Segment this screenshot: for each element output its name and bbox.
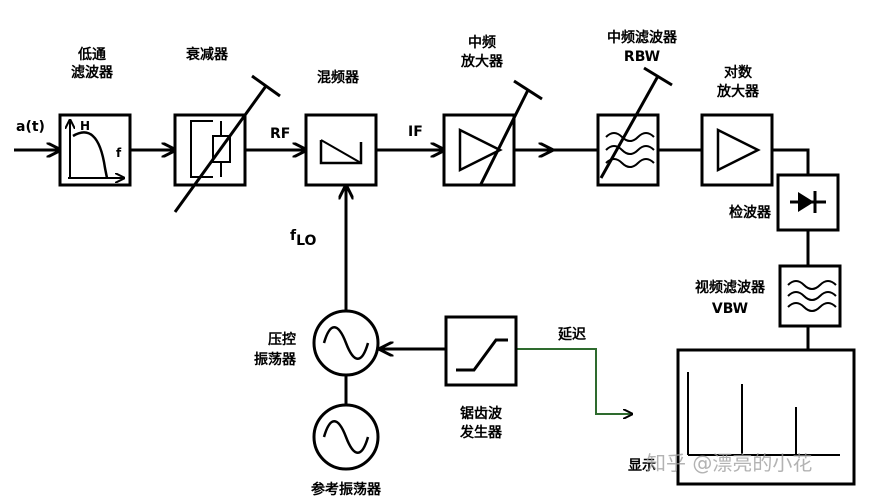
watermark: 知乎 @漂亮的小花 — [646, 451, 812, 475]
attenuator-label: 衰减器 — [185, 46, 229, 63]
vco-label-line2: 振荡器 — [254, 351, 297, 368]
if-amplifier-block — [442, 79, 543, 187]
diode-symbol — [798, 192, 814, 212]
if-filter-label-line2: RBW — [624, 49, 660, 65]
attenuator-adjust-arrow — [173, 85, 268, 213]
lpf-response-curve — [72, 131, 109, 179]
detector-label: 检波器 — [729, 204, 772, 221]
low-pass-filter-block: H f — [58, 113, 132, 187]
display-label: 显示 — [628, 458, 656, 474]
vco-block — [312, 309, 380, 377]
video-filter-label-line1: 视频滤波器 — [695, 279, 766, 296]
sweep-generator-label-line2: 发生器 — [459, 424, 503, 441]
lpf-axis-f-label: f — [116, 146, 122, 160]
ramp-icon — [456, 338, 508, 372]
display-block — [676, 348, 856, 486]
ref-oscillator-label: 参考振荡器 — [311, 481, 382, 498]
if-filter-block — [596, 66, 673, 187]
logamp-to-detector-wire — [772, 148, 810, 175]
rbw-adjust-arrow — [599, 75, 660, 179]
mixer-block — [304, 113, 378, 187]
delay-label: 延迟 — [557, 326, 586, 343]
log-amplifier-label-line1: 对数 — [724, 64, 753, 81]
flo-label: fLO — [290, 228, 317, 249]
mixer-label: 混频器 — [317, 69, 360, 86]
detector-block — [776, 173, 840, 232]
sweep-generator-label-line1: 锯齿波 — [460, 405, 503, 422]
flo-label-main: f — [290, 228, 297, 244]
flo-label-subscript: LO — [296, 233, 316, 249]
reference-oscillator-block — [312, 403, 380, 471]
log-amplifier-label-line2: 放大器 — [716, 83, 760, 100]
lpf-axis-h-label: H — [80, 119, 90, 133]
vco-label-line1: 压控 — [268, 331, 296, 348]
if-amplifier-label-line1: 中频 — [468, 34, 496, 51]
if-amplifier-label-line2: 放大器 — [460, 53, 504, 70]
sweep-generator-block — [444, 315, 518, 387]
input-signal-label: a(t) — [16, 119, 45, 135]
delay-to-display-arrow — [516, 348, 632, 414]
log-amplifier-triangle — [716, 127, 761, 173]
lpf-label-line2: 滤波器 — [71, 64, 114, 81]
rf-label: RF — [270, 126, 290, 142]
if-label: IF — [408, 124, 423, 140]
lpf-label-line1: 低通 — [77, 46, 106, 63]
video-filter-block — [778, 264, 842, 328]
log-amplifier-block — [700, 113, 774, 187]
attenuator-block — [173, 74, 281, 213]
if-filter-label-line1: 中频滤波器 — [607, 29, 678, 46]
if-gain-adjust-arrow — [478, 89, 530, 187]
if-amplifier-triangle — [458, 127, 503, 173]
video-filter-label-line2: VBW — [712, 301, 748, 317]
sine-wave-icon — [322, 420, 370, 454]
signal-path — [14, 148, 810, 414]
sine-wave-icon — [322, 326, 370, 360]
